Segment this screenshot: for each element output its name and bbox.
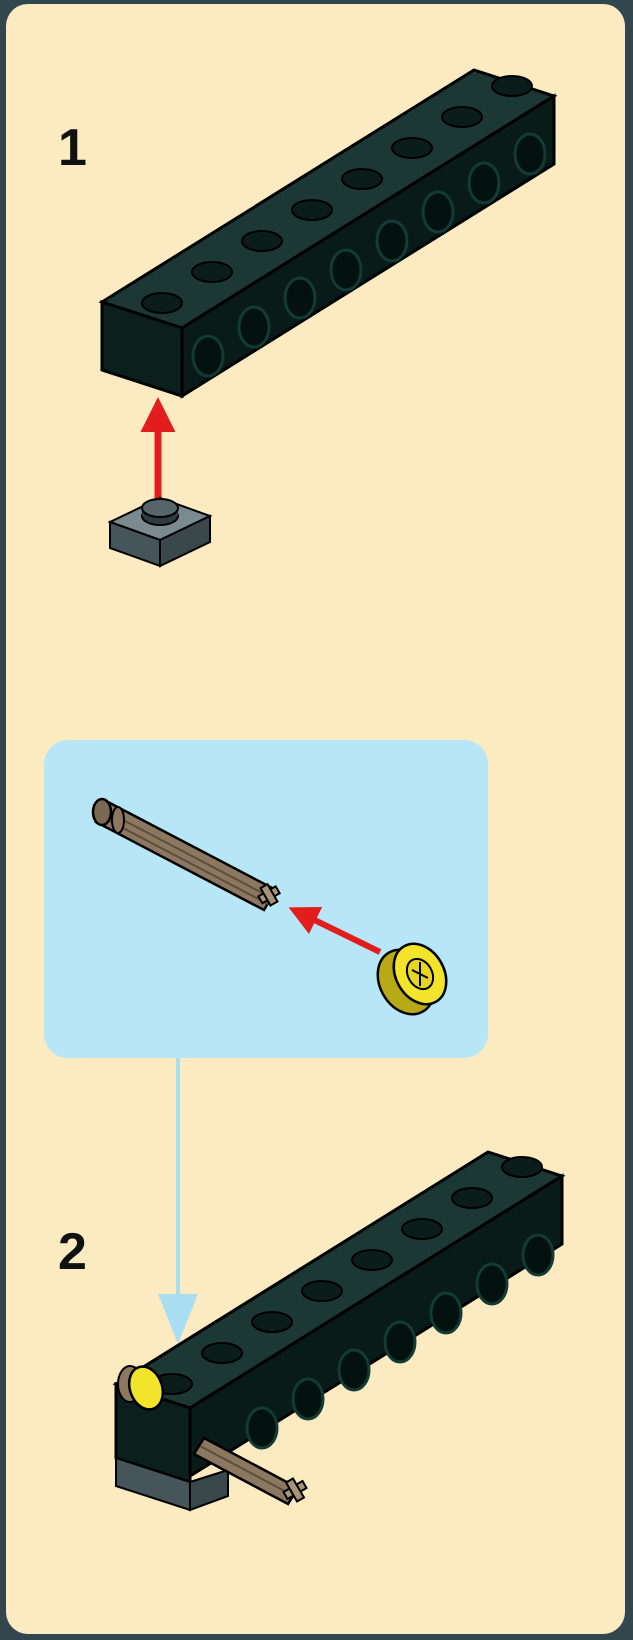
step-number-2: 2 (58, 1223, 87, 1281)
callout-arrow-icon (158, 1058, 198, 1344)
plate-1x1-icon (107, 496, 213, 568)
axle-icon (91, 797, 282, 912)
technic-brick-icon (112, 1150, 566, 1485)
step-number-1: 1 (58, 119, 87, 177)
technic-brick-icon (98, 68, 558, 399)
instruction-page: 1 2 (6, 4, 625, 1634)
bush-icon (117, 1365, 165, 1411)
assembly-arrow-icon (288, 907, 382, 955)
instruction-art (91, 68, 566, 1512)
plate-1x1-icon (115, 1456, 229, 1512)
bush-icon (376, 942, 448, 1016)
axle-icon (192, 1436, 308, 1506)
